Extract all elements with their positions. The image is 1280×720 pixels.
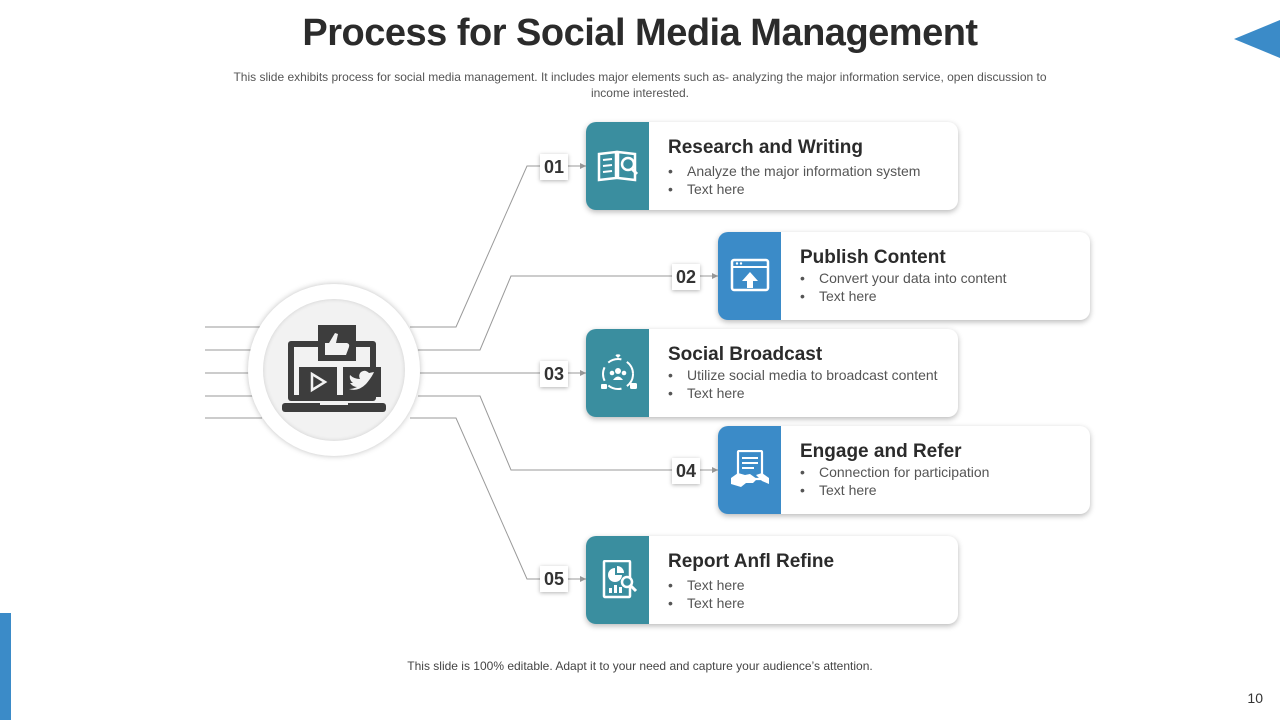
- bullet-item: •Text here: [668, 181, 745, 197]
- step-bullets: •Analyze the major information system •T…: [668, 162, 920, 198]
- step-icon-box: [586, 329, 649, 417]
- step-title: Report Anfl Refine: [668, 551, 835, 572]
- slide-title: Process for Social Media Management: [302, 12, 978, 54]
- bullet-item: •Text here: [800, 482, 877, 498]
- step-icon-box: [586, 536, 649, 624]
- corner-triangle-decoration: [1234, 20, 1280, 58]
- step-number-02: 02: [672, 264, 700, 290]
- step-icon-box: [718, 426, 781, 514]
- step-card-report-and-refine: Report Anfl Refine •Text here •Text here: [586, 536, 958, 624]
- central-hub: [248, 284, 420, 456]
- bullet-item: •Text here: [668, 577, 745, 593]
- bullet-text: Text here: [819, 288, 877, 304]
- bullet-text: Text here: [687, 577, 745, 593]
- bullet-item: •Connection for participation: [800, 464, 990, 480]
- step-bullets: •Text here •Text here: [668, 576, 745, 612]
- laptop-social-media-icon: [282, 325, 386, 412]
- step-title: Publish Content: [800, 247, 946, 268]
- step-bullets: •Utilize social media to broadcast conte…: [668, 366, 938, 402]
- step-icon-box: [718, 232, 781, 320]
- bullet-item: •Text here: [668, 385, 745, 401]
- bullet-text: Connection for participation: [819, 464, 990, 480]
- step-title: Engage and Refer: [800, 441, 962, 462]
- report-analysis-icon: [602, 560, 638, 599]
- slide-footer: This slide is 100% editable. Adapt it to…: [407, 659, 873, 673]
- step-number-03: 03: [540, 361, 568, 387]
- step-card-social-broadcast: Social Broadcast •Utilize social media t…: [586, 329, 958, 417]
- step-card-research-and-writing: Research and Writing •Analyze the major …: [586, 122, 958, 210]
- handshake-document-icon: [731, 450, 769, 487]
- bullet-text: Text here: [687, 595, 745, 611]
- page-number: 10: [1247, 690, 1263, 706]
- step-number-04: 04: [672, 458, 700, 484]
- step-bullets: •Connection for participation •Text here: [800, 463, 989, 499]
- social-network-icon: [601, 354, 637, 390]
- bullet-text: Text here: [687, 385, 745, 401]
- slide-subtitle: This slide exhibits process for social m…: [233, 70, 1047, 100]
- step-icon-box: [586, 122, 649, 210]
- bullet-text: Analyze the major information system: [687, 163, 921, 179]
- step-bullets: •Convert your data into content •Text he…: [800, 269, 1007, 305]
- left-accent-bar: [0, 613, 11, 720]
- bullet-item: •Analyze the major information system: [668, 163, 921, 179]
- step-number-01: 01: [540, 154, 568, 180]
- upload-window-icon: [730, 258, 770, 292]
- bullet-text: Text here: [819, 482, 877, 498]
- step-title: Research and Writing: [668, 137, 863, 158]
- step-number-05: 05: [540, 566, 568, 592]
- bullet-item: •Convert your data into content: [800, 270, 1007, 286]
- step-title: Social Broadcast: [668, 344, 823, 365]
- bullet-item: •Text here: [668, 595, 745, 611]
- bullet-text: Convert your data into content: [819, 270, 1007, 286]
- bullet-item: •Text here: [800, 288, 877, 304]
- bullet-text: Utilize social media to broadcast conten…: [687, 367, 938, 383]
- step-card-publish-content: Publish Content •Convert your data into …: [718, 232, 1090, 320]
- step-card-engage-and-refer: Engage and Refer •Connection for partici…: [718, 426, 1090, 514]
- bullet-item: •Utilize social media to broadcast conte…: [668, 367, 938, 383]
- bullet-text: Text here: [687, 181, 745, 197]
- book-search-icon: [597, 150, 639, 182]
